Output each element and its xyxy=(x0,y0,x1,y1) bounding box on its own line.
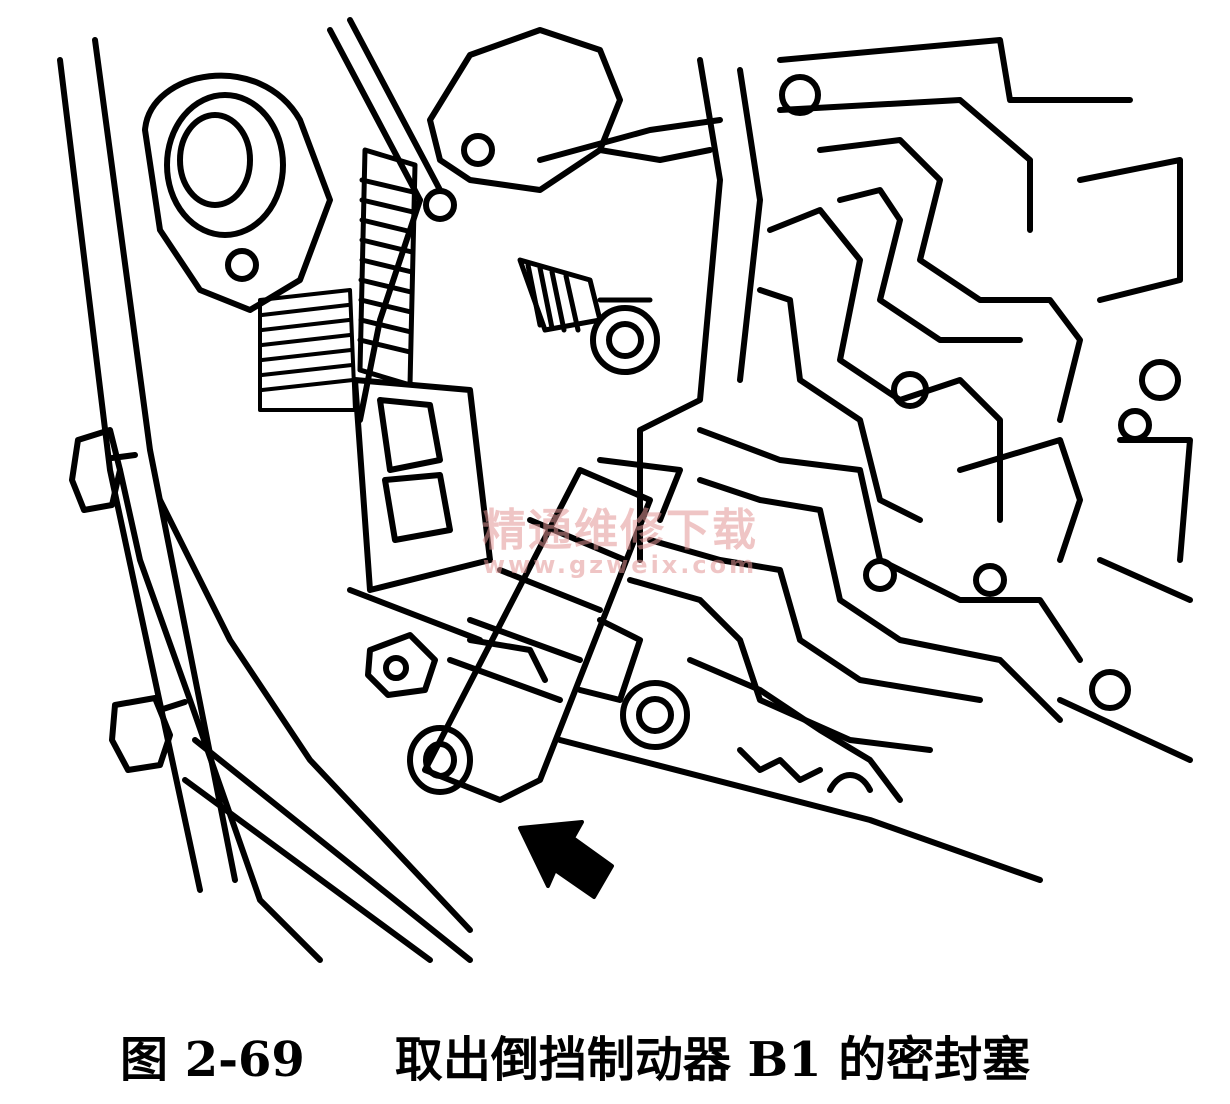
housing-port xyxy=(142,72,333,313)
housing-bolt-lower xyxy=(109,695,188,773)
linkage-lever xyxy=(327,17,723,423)
threaded-fitting xyxy=(517,257,653,333)
housing-bolt-upper xyxy=(69,427,138,513)
figure-label: 图 2-69 xyxy=(120,1032,305,1088)
figure-title: 取出倒挡制动器 B1 的密封塞 xyxy=(394,1032,1031,1088)
hatched-housing-block xyxy=(258,288,357,412)
small-nut xyxy=(365,632,438,698)
fitting-ring-upper xyxy=(590,305,660,375)
arrow-icon xyxy=(518,820,614,899)
valve-bracket xyxy=(347,377,493,643)
transmission-housing-outline xyxy=(57,37,473,963)
figure-caption: 图 2-69 取出倒挡制动器 B1 的密封塞 xyxy=(120,1020,1180,1090)
return-spring xyxy=(357,147,418,388)
fitting-ring-lower xyxy=(620,680,690,750)
b1-sealing-plug xyxy=(407,457,683,803)
valve-body-channels xyxy=(557,37,1193,883)
